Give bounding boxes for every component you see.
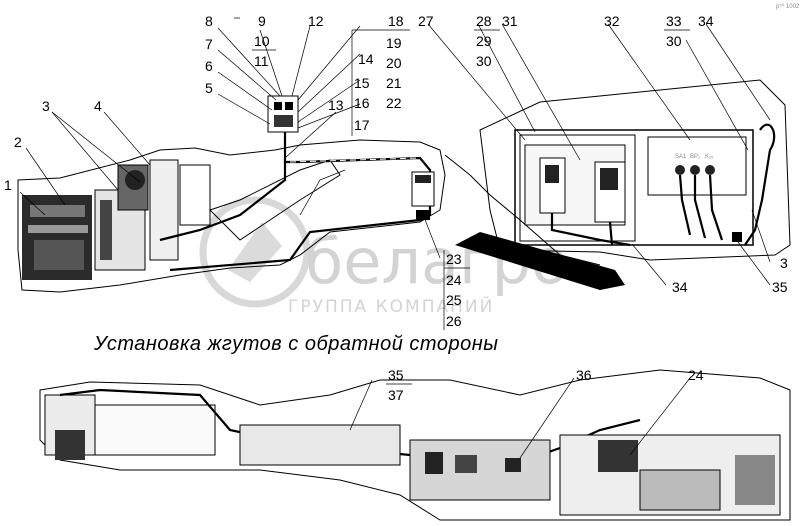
callout-3b: 3 (780, 255, 788, 271)
callout-31: 31 (502, 13, 518, 29)
callout-30b: 30 (666, 33, 682, 49)
relay-box-top (415, 175, 431, 183)
watermark-logo-leaf (228, 222, 282, 282)
callout-30: 30 (476, 53, 492, 69)
callout-4: 4 (94, 98, 102, 114)
callout-10: 10 (254, 33, 270, 49)
console-body (209, 159, 341, 241)
cab-panel (179, 164, 211, 226)
callout-17: 17 (354, 117, 370, 133)
lower-right-part-1 (598, 440, 638, 472)
watermark-logo-ring (199, 196, 311, 308)
callout-34: 34 (698, 13, 714, 29)
detail-panel: SA1 BP₁ K₁₅ (479, 79, 791, 261)
callout-34b: 34 (672, 279, 688, 295)
gearbox-part-3 (505, 458, 521, 472)
gearbox-part-1 (425, 452, 443, 474)
callout-27: 27 (418, 13, 434, 29)
callout-1: 1 (4, 177, 12, 193)
callout-21: 21 (386, 75, 402, 91)
right-module-wire (608, 221, 614, 246)
callout-24: 24 (446, 272, 462, 288)
watermark-subtitle: ГРУППА КОМПАНИЙ (288, 295, 494, 317)
callout-15: 15 (354, 75, 370, 91)
panel-frame (514, 129, 754, 246)
cable-ribbon (455, 232, 625, 290)
callout-37: 37 (388, 387, 404, 403)
callout-14: 14 (358, 51, 374, 67)
lower-right-part-3 (735, 455, 775, 505)
left-module (519, 134, 636, 242)
callout-36: 36 (576, 367, 592, 383)
left-module-wire (550, 213, 631, 247)
callout-24b: 24 (688, 367, 704, 383)
callout-32: 32 (604, 13, 620, 29)
callout-6: 6 (205, 58, 213, 74)
callout-12: 12 (308, 13, 324, 29)
callout-11: 11 (254, 53, 269, 69)
callout-35b: 35 (388, 367, 404, 383)
left-relay-top (545, 165, 559, 183)
callout-23: 23 (446, 251, 462, 267)
callout-9: 9 (258, 13, 266, 29)
harness-branch (159, 162, 287, 242)
frame-bracket (100, 200, 112, 260)
engine-detail-3 (34, 240, 84, 270)
callout-2: 2 (14, 134, 22, 150)
control-lever (299, 169, 346, 216)
corner-mark: р⁵⁰ 1002 (776, 3, 800, 10)
switch-2 (690, 165, 700, 175)
switch-wires (678, 174, 724, 241)
callout-18: 18 (388, 13, 404, 29)
callout-33: 33 (666, 13, 682, 29)
panel-label-sa1: SA1 (675, 154, 687, 160)
lower-tractor-view (39, 369, 791, 521)
side-cable (744, 123, 776, 246)
side-clamp (732, 232, 742, 242)
panel-label-k15: K₁₅ (705, 154, 714, 160)
filter-cap (125, 170, 145, 190)
connector-pin-1 (274, 102, 282, 110)
callout-7: 7 (205, 36, 213, 52)
callout-16: 16 (354, 95, 370, 111)
connector-pin-2 (285, 102, 293, 110)
callout-13: 13 (328, 97, 344, 113)
callout-3: 3 (42, 98, 50, 114)
lower-left-part (55, 430, 85, 460)
section-caption: Установка жгутов с обратной стороны (93, 333, 498, 355)
callout-35: 35 (772, 279, 788, 295)
callout-20: 20 (386, 55, 402, 71)
right-relay-top (600, 168, 618, 190)
engine-detail-2 (28, 225, 88, 233)
callout-19: 19 (386, 35, 402, 51)
upper-tractor-view (17, 95, 446, 293)
callout-22: 22 (386, 95, 402, 111)
engine-detail-1 (30, 205, 85, 217)
harness-main-highlight (289, 157, 421, 163)
panel-label-bp1: BP₁ (690, 154, 700, 160)
cab-outline (17, 139, 446, 293)
leader-lines (19, 17, 771, 459)
cab-pillar (149, 159, 179, 261)
gearbox-part-2 (455, 455, 477, 473)
lower-mid-assembly (239, 424, 401, 466)
callout-8: 8 (205, 13, 213, 29)
callout-5: 5 (205, 80, 213, 96)
callout-28: 28 (476, 13, 492, 29)
connector-pin-3 (274, 115, 293, 127)
lower-outline (39, 369, 791, 521)
lower-tank (94, 404, 216, 456)
callout-25: 25 (446, 292, 462, 308)
callout-26: 26 (446, 313, 462, 329)
callout-29: 29 (476, 33, 492, 49)
callout-labels: 1 2 3 4 5 6 7 8 9 10 11 12 13 14 15 16 1… (4, 13, 788, 403)
lower-right-part-2 (639, 469, 721, 511)
switch-1 (675, 165, 685, 175)
switch-3 (705, 165, 715, 175)
